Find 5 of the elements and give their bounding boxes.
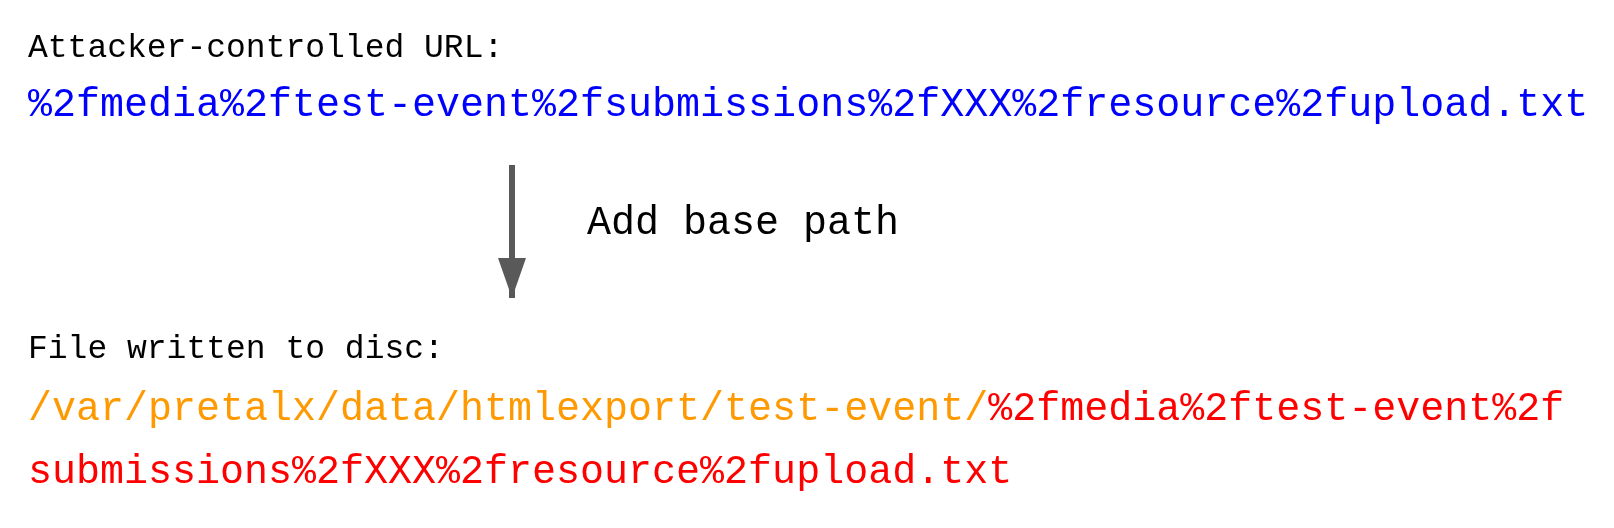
encoded-url-text: %2fmedia%2ftest-event%2fsubmissions%2fXXX%2fresource%2fupload.txt	[28, 82, 1589, 130]
section-heading: Attacker-controlled URL:	[28, 29, 504, 69]
arrow	[498, 165, 526, 298]
file-path-text: /var/pretalx/data/htmlexport/test-event/%2fmedia%2ftest-event%2fsubmissions%2fXXX%2fresource%2fupload.txt	[28, 386, 1566, 497]
section-heading: File written to disc:	[28, 330, 444, 370]
